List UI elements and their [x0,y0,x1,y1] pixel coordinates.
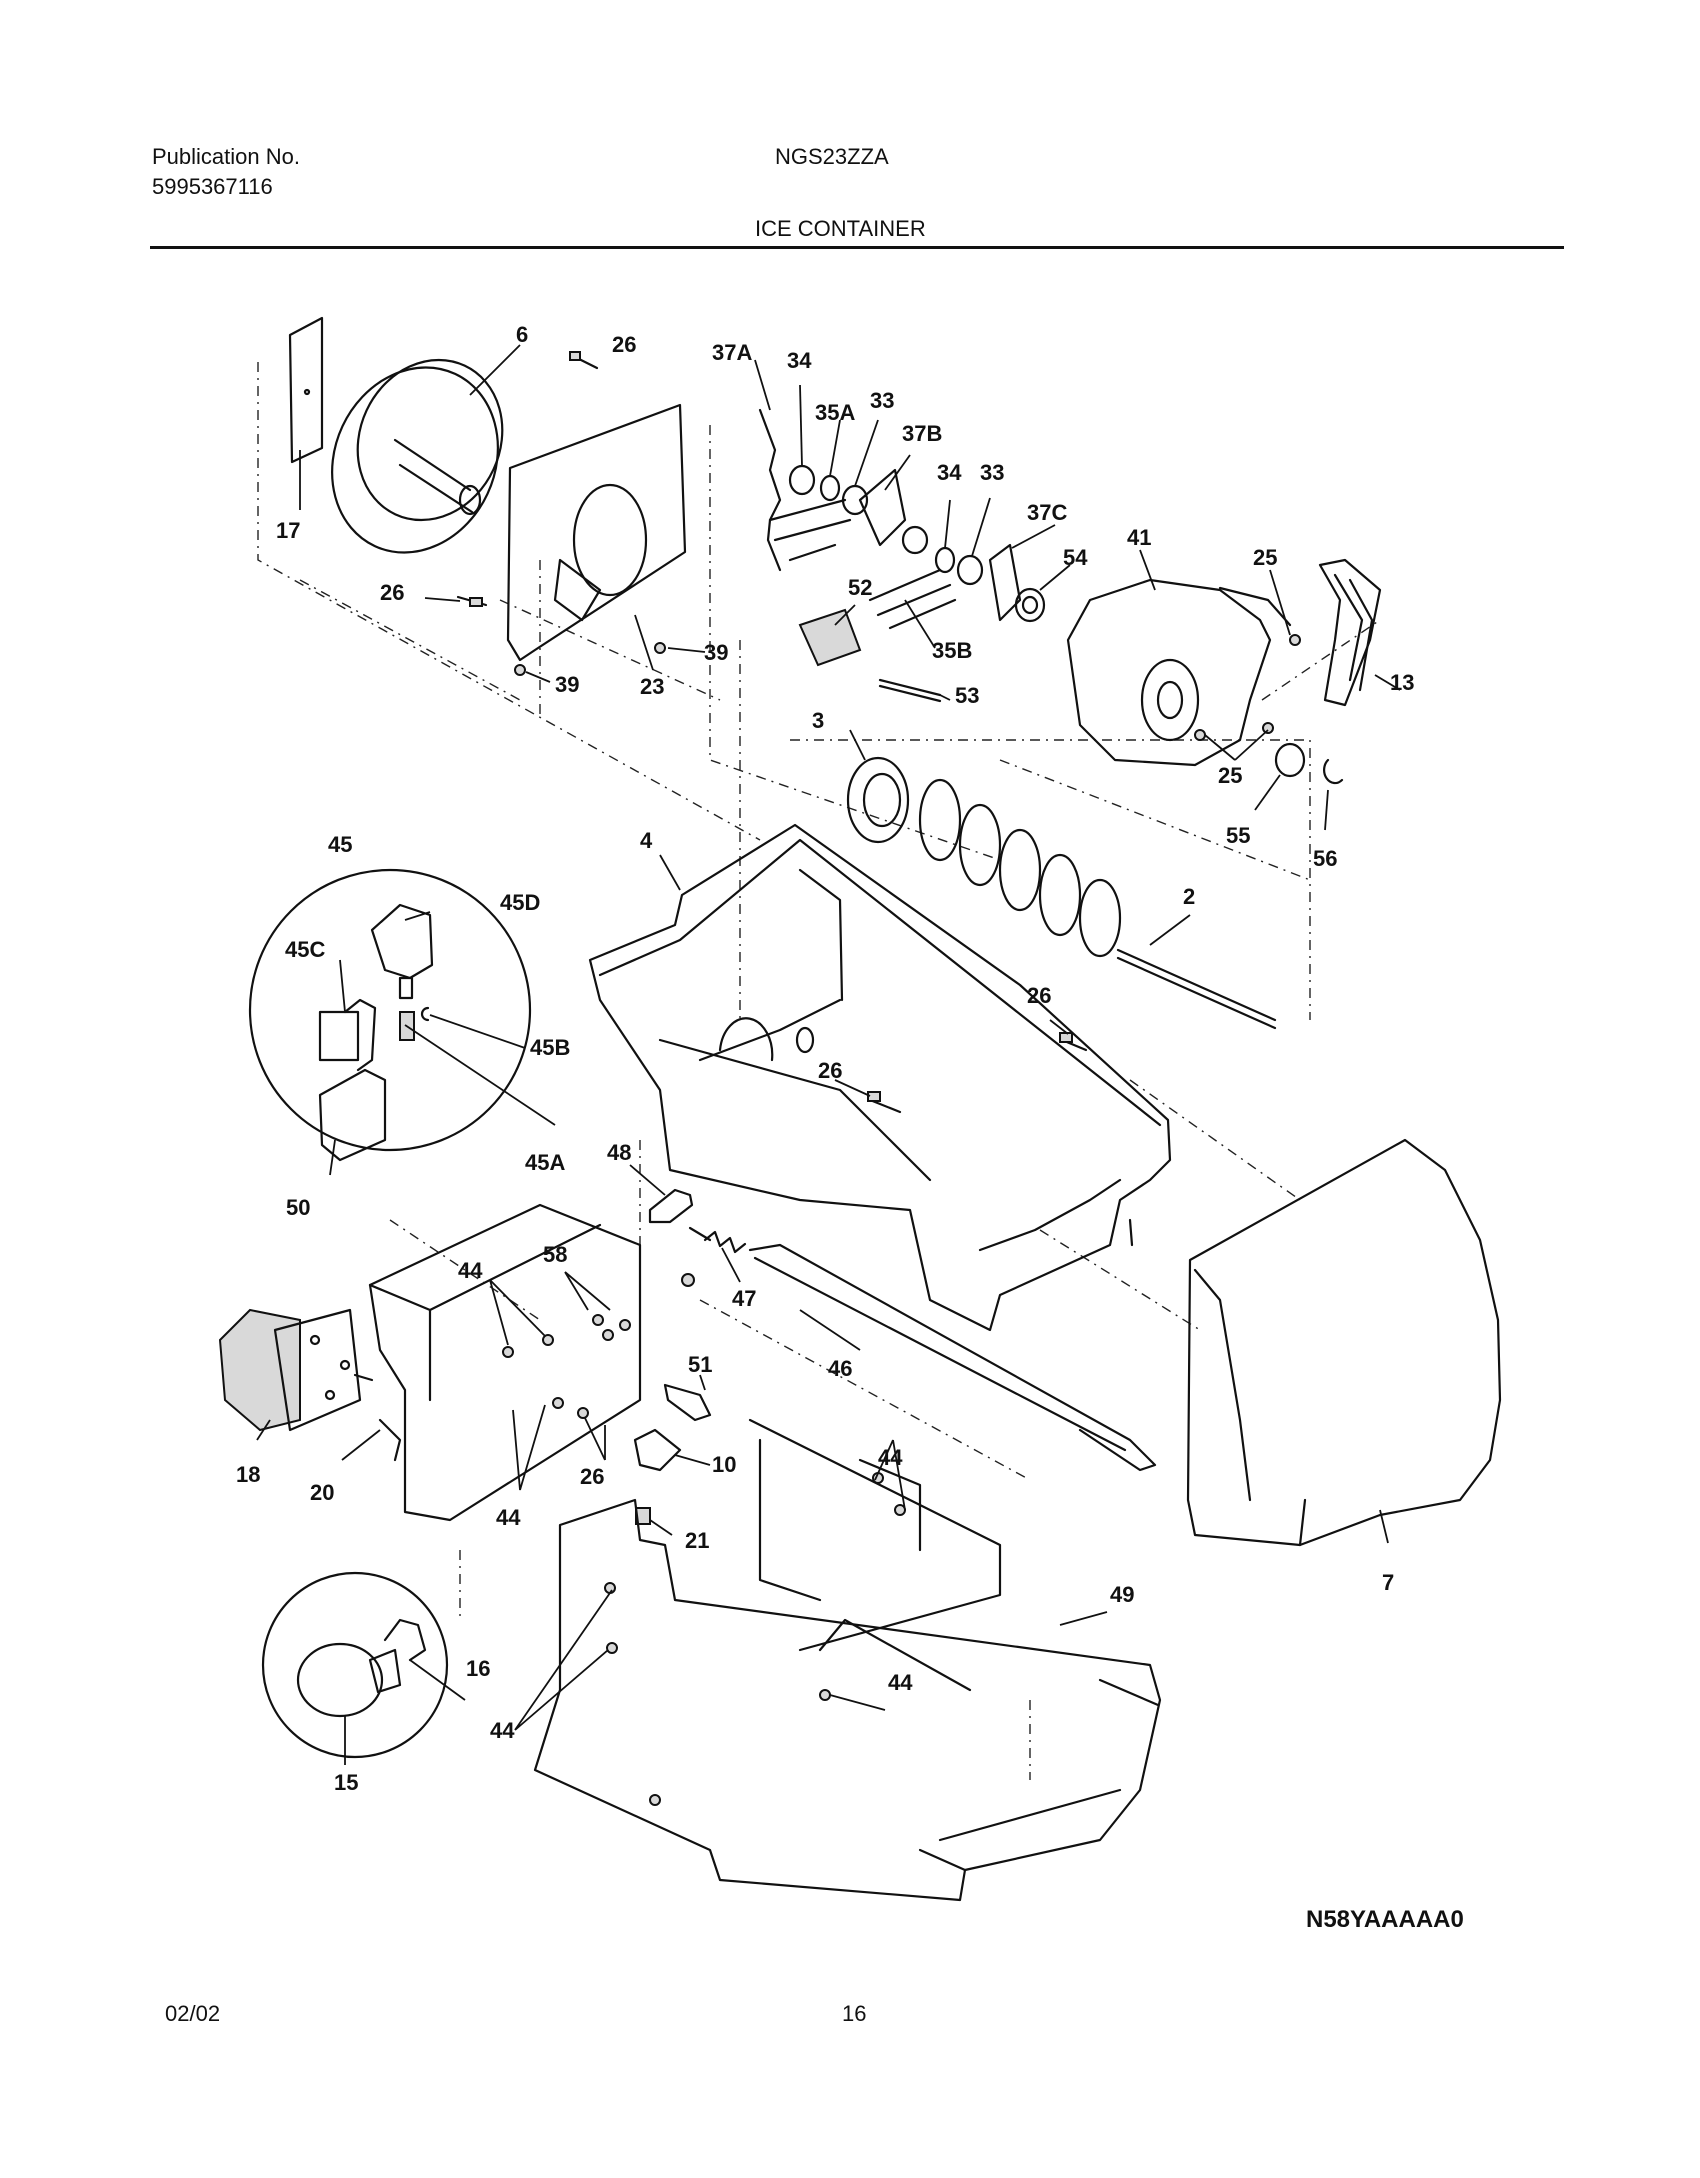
part-17-pad [288,316,324,464]
callout-26: 26 [1027,983,1051,1008]
part-3-collar [846,756,910,844]
callout-16: 16 [466,1656,490,1681]
callout-37C: 37C [1027,500,1067,525]
section-title: ICE CONTAINER [755,216,926,241]
callout-53: 53 [955,683,979,708]
part-2-auger [918,778,1277,1030]
callout-20: 20 [310,1480,334,1505]
callout-45A: 45A [525,1150,565,1175]
callout-58: 58 [543,1242,567,1267]
footer-date: 02/02 [165,2001,221,2026]
part-18-motor [218,1308,374,1432]
callout-26: 26 [380,580,404,605]
callout-50: 50 [286,1195,310,1220]
callout-49: 49 [1110,1582,1134,1607]
part-20-motor-mount [368,1203,642,1522]
callout-37A: 37A [712,340,752,365]
callout-33: 33 [980,460,1004,485]
callout-26: 26 [818,1058,842,1083]
publication-label: Publication No. [152,144,300,169]
callout-2: 2 [1183,884,1195,909]
callout-26: 26 [612,332,636,357]
screws-upper-left [456,351,666,676]
leader-lines [256,344,1401,1765]
callout-25: 25 [1218,763,1242,788]
part-45-detail [248,868,532,1162]
callout-26: 26 [580,1464,604,1489]
callout-47: 47 [732,1286,756,1311]
callout-46: 46 [828,1356,852,1381]
callout-44: 44 [888,1670,913,1695]
callout-33: 33 [870,388,894,413]
callout-41: 41 [1127,525,1151,550]
callout-labels: 6 26 37A 34 35A 33 37B 34 33 37C 41 25 5… [236,322,1414,1795]
callout-21: 21 [685,1528,709,1553]
callout-52: 52 [848,575,872,600]
diagram-code: N58YAAAAA0 [1306,1906,1464,1933]
page-number: 16 [842,2001,867,2026]
part-52-53 [798,608,942,703]
callout-3: 3 [812,708,824,733]
callout-17: 17 [276,518,300,543]
callout-13: 13 [1390,670,1414,695]
callout-48: 48 [607,1140,631,1165]
callout-39: 39 [704,640,728,665]
callout-10: 10 [712,1452,736,1477]
screws-bucket [867,1032,1088,1114]
parts-55-56 [1274,742,1344,785]
callout-25: 25 [1253,545,1277,570]
parts-51-10-21 [633,1383,712,1525]
callout-35B: 35B [932,638,972,663]
callout-56: 56 [1313,846,1337,871]
callout-45D: 45D [500,890,540,915]
part-49-chute-housing [533,1418,1162,1902]
callout-44: 44 [458,1258,483,1283]
part-13-deflector [1318,558,1382,707]
callout-55: 55 [1226,823,1250,848]
part-46-rod [748,1243,1157,1472]
callout-4: 4 [640,828,653,853]
part-6-drum [331,358,504,554]
callout-39: 39 [555,672,579,697]
part-23-plate [506,403,687,662]
callout-7: 7 [1382,1570,1394,1595]
callout-45C: 45C [285,937,325,962]
callout-54: 54 [1063,545,1088,570]
callout-44: 44 [490,1718,515,1743]
callout-18: 18 [236,1462,260,1487]
callout-34: 34 [937,460,962,485]
callout-15: 15 [334,1770,358,1795]
callout-45: 45 [328,832,352,857]
callout-44: 44 [496,1505,521,1530]
publication-number: 5995367116 [152,174,273,199]
callout-35A: 35A [815,400,855,425]
callout-37B: 37B [902,421,942,446]
part-15-16-detail [261,1571,449,1759]
model-number: NGS23ZZA [775,144,889,169]
callout-51: 51 [688,1352,712,1377]
callout-44: 44 [878,1445,903,1470]
part-41-housing [1066,578,1301,767]
header-rule [150,246,1564,249]
part-7-front-cover [1186,1138,1502,1547]
callout-23: 23 [640,674,664,699]
callout-45B: 45B [530,1035,570,1060]
parts-48-47 [648,1188,747,1287]
callout-34: 34 [787,348,812,373]
part-4-ice-bucket [588,823,1172,1332]
callout-6: 6 [516,322,528,347]
alignment-lines [257,362,1381,1780]
